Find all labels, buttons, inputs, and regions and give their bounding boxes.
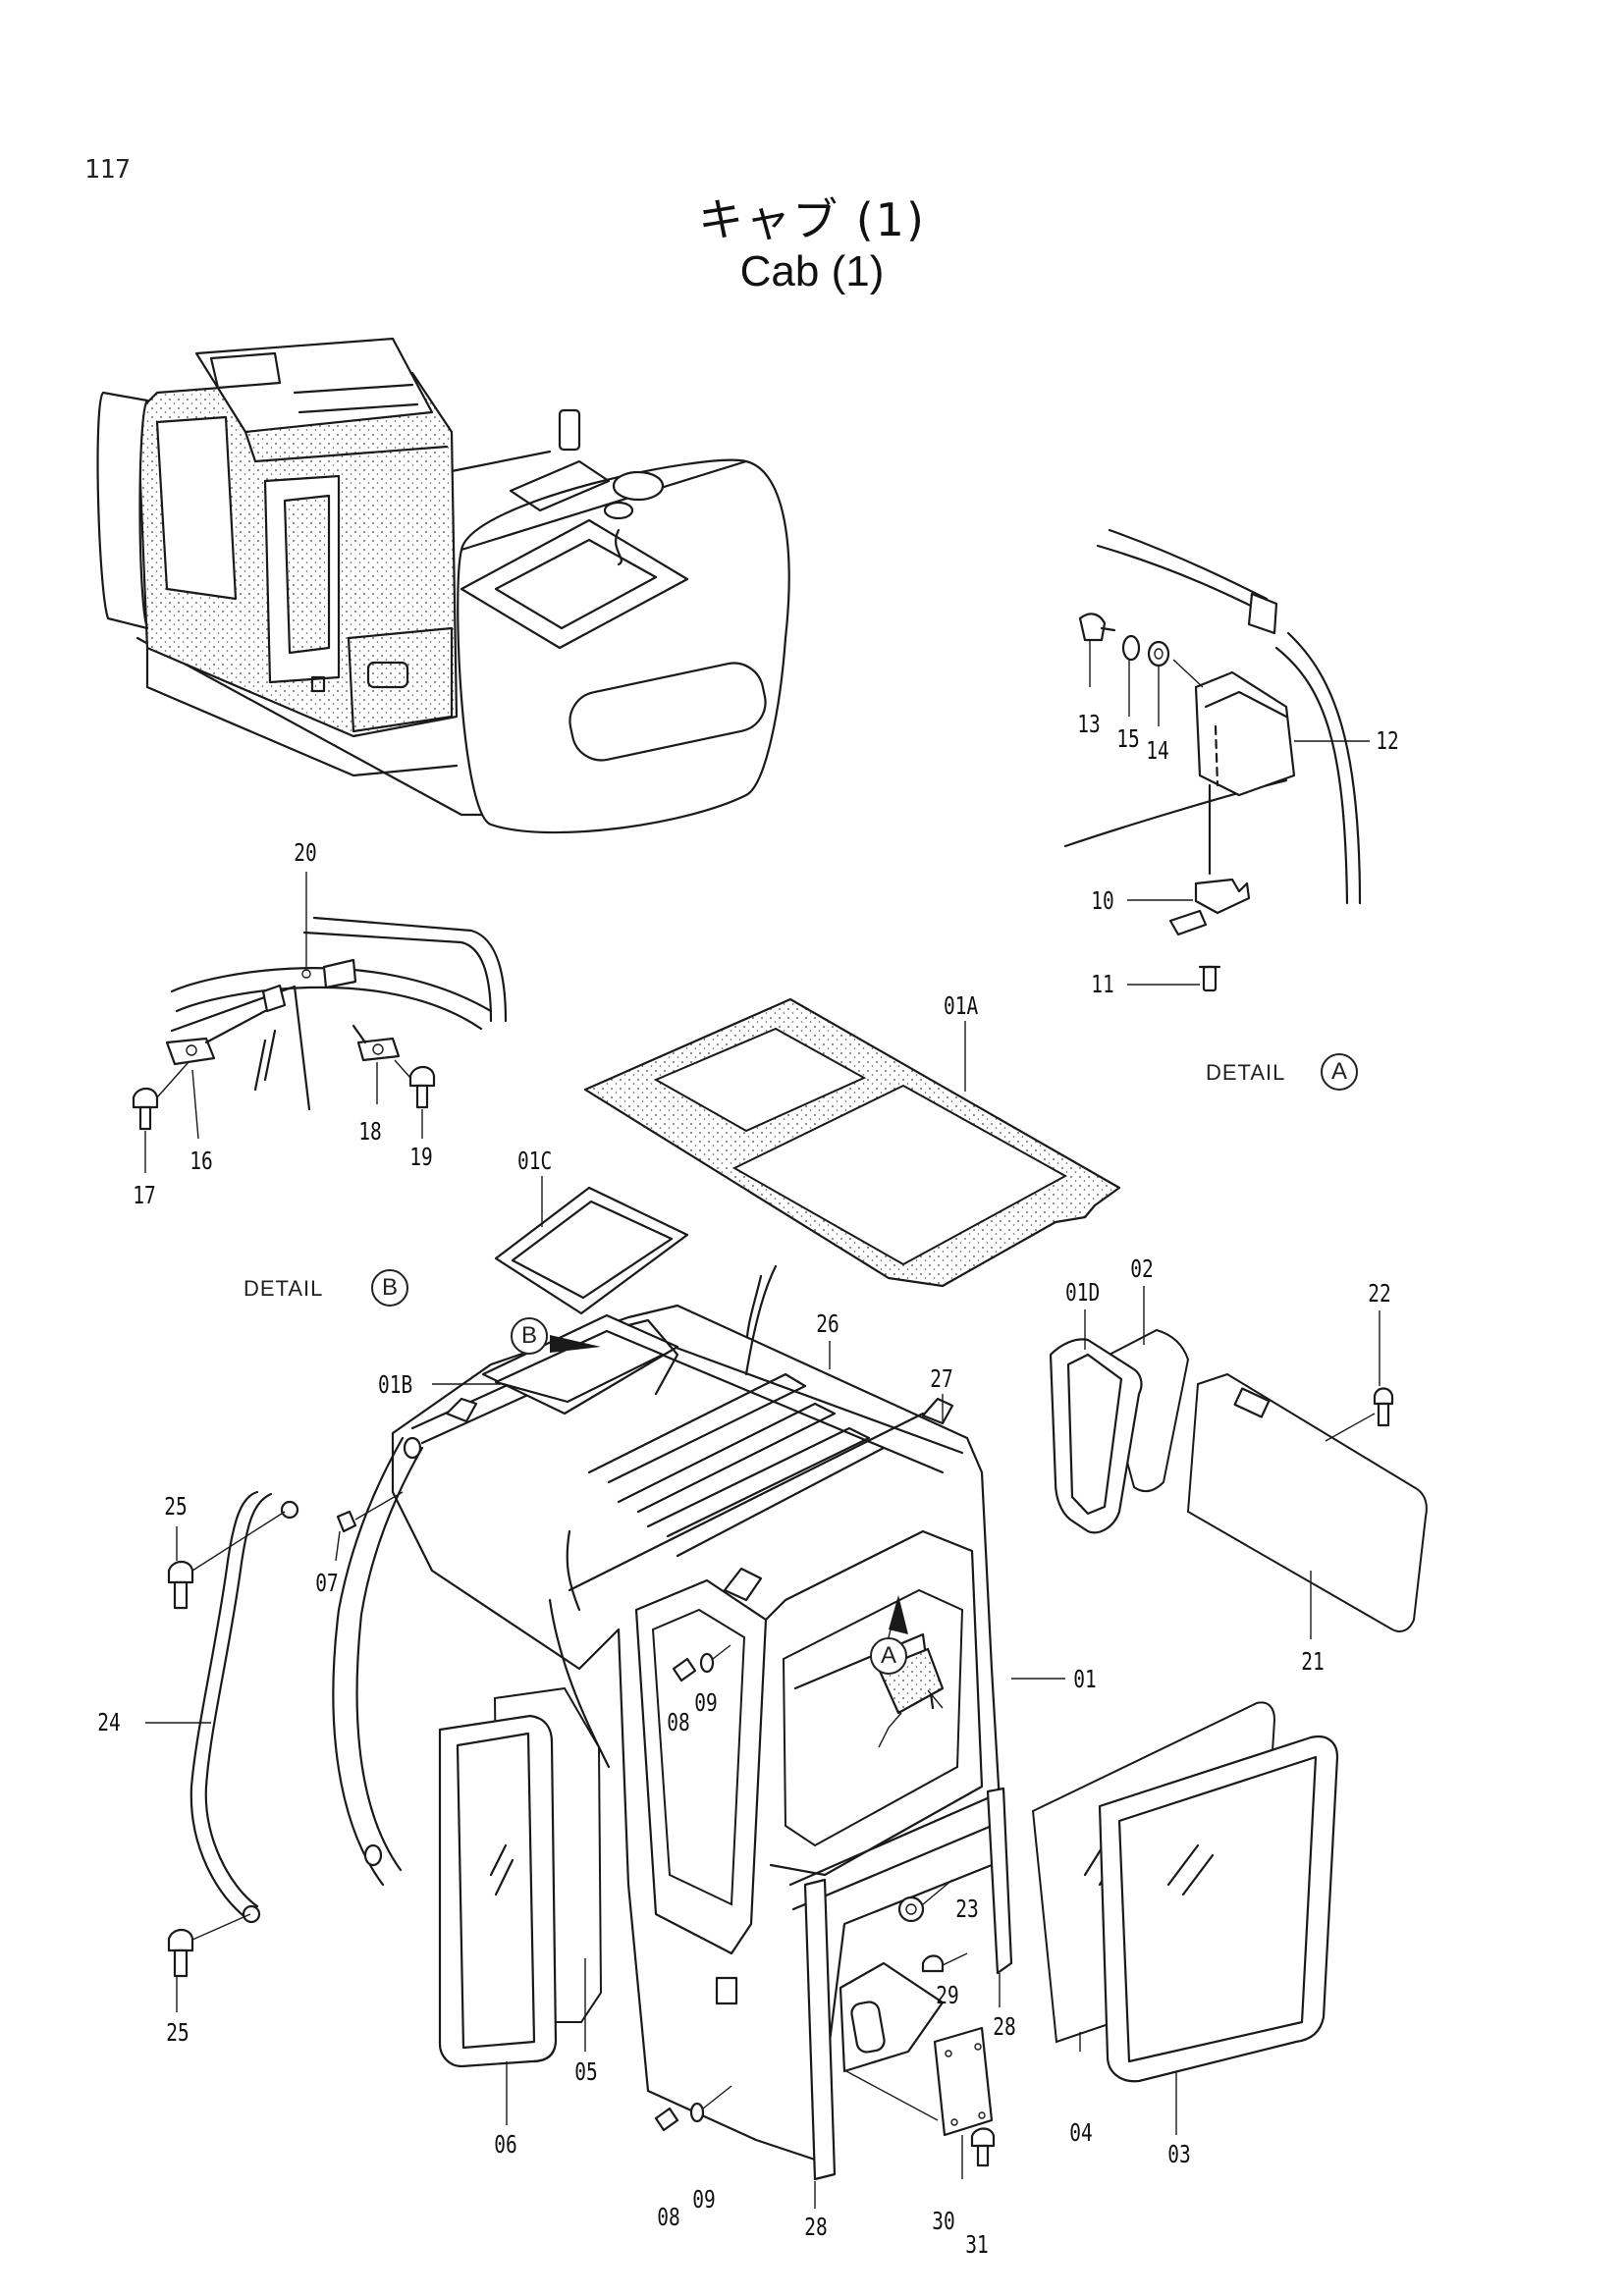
- callout-25-bottom: 25: [166, 2018, 189, 2047]
- detail-a-drawing: [1063, 528, 1362, 992]
- callout-26: 26: [816, 1309, 839, 1338]
- callout-08-upper: 08: [667, 1708, 690, 1736]
- machine-overview: [96, 337, 790, 834]
- callout-02: 02: [1130, 1255, 1154, 1283]
- door-window-drawing: [438, 1686, 603, 2068]
- callout-30: 30: [932, 2207, 955, 2235]
- callout-04: 04: [1069, 2118, 1093, 2147]
- callout-10: 10: [1091, 886, 1114, 915]
- detail-b-circle: B: [371, 1269, 408, 1307]
- callout-11: 11: [1091, 970, 1114, 998]
- detail-b-label: DETAIL: [244, 1276, 324, 1301]
- callout-27: 27: [930, 1364, 953, 1393]
- callout-29: 29: [936, 1981, 959, 2009]
- title-english: Cab (1): [739, 247, 885, 295]
- callout-28-left: 28: [804, 2213, 828, 2241]
- callout-22: 22: [1368, 1279, 1391, 1308]
- detail-a-circle: A: [1321, 1053, 1358, 1091]
- skylight-seal-drawing: [494, 1186, 689, 1315]
- callout-09-upper: 09: [694, 1688, 718, 1717]
- page-number: 117: [84, 155, 131, 185]
- callout-31: 31: [965, 2230, 989, 2259]
- callout-28-right: 28: [993, 2012, 1016, 2041]
- callout-06: 06: [494, 2130, 517, 2159]
- title-japanese: キャブ (1): [698, 193, 926, 246]
- callout-09-lower: 09: [692, 2185, 716, 2214]
- callout-01: 01: [1073, 1665, 1097, 1693]
- side-window-drawing: [1049, 1328, 1428, 1632]
- front-window-drawing: [1031, 1701, 1339, 2083]
- callout-01d: 01D: [1064, 1278, 1101, 1307]
- callout-01b: 01B: [377, 1370, 413, 1399]
- callout-08-lower: 08: [657, 2203, 680, 2231]
- callout-03: 03: [1167, 2140, 1191, 2168]
- callout-15: 15: [1116, 724, 1140, 753]
- callout-18: 18: [358, 1117, 382, 1146]
- callout-21: 21: [1301, 1647, 1325, 1676]
- callout-07: 07: [315, 1569, 339, 1597]
- callout-14: 14: [1146, 736, 1169, 765]
- marker-a-circle: A: [870, 1637, 907, 1675]
- callout-01a: 01A: [943, 991, 979, 1020]
- marker-b-circle: B: [511, 1317, 548, 1355]
- detail-a-label: DETAIL: [1206, 1060, 1286, 1085]
- callout-12: 12: [1376, 726, 1399, 755]
- handrail-drawing: [167, 1490, 404, 1978]
- callout-leaders: [144, 640, 1380, 2209]
- callout-20: 20: [294, 838, 317, 867]
- cab-body-drawing: [332, 1264, 1013, 2181]
- callout-16: 16: [189, 1147, 213, 1175]
- roof-panel-drawing: [583, 997, 1121, 1355]
- callout-23: 23: [955, 1895, 979, 1923]
- callout-05: 05: [574, 2057, 598, 2086]
- hardware-drawing: [654, 1644, 996, 2167]
- callout-25-top: 25: [164, 1492, 188, 1521]
- detail-b-drawing: [132, 916, 508, 1131]
- detail-marker-leaders: [550, 1335, 908, 1638]
- callout-17: 17: [133, 1181, 156, 1209]
- callout-19: 19: [409, 1143, 433, 1171]
- callout-01c: 01C: [516, 1147, 553, 1175]
- callout-13: 13: [1077, 710, 1101, 738]
- callout-24: 24: [97, 1708, 121, 1736]
